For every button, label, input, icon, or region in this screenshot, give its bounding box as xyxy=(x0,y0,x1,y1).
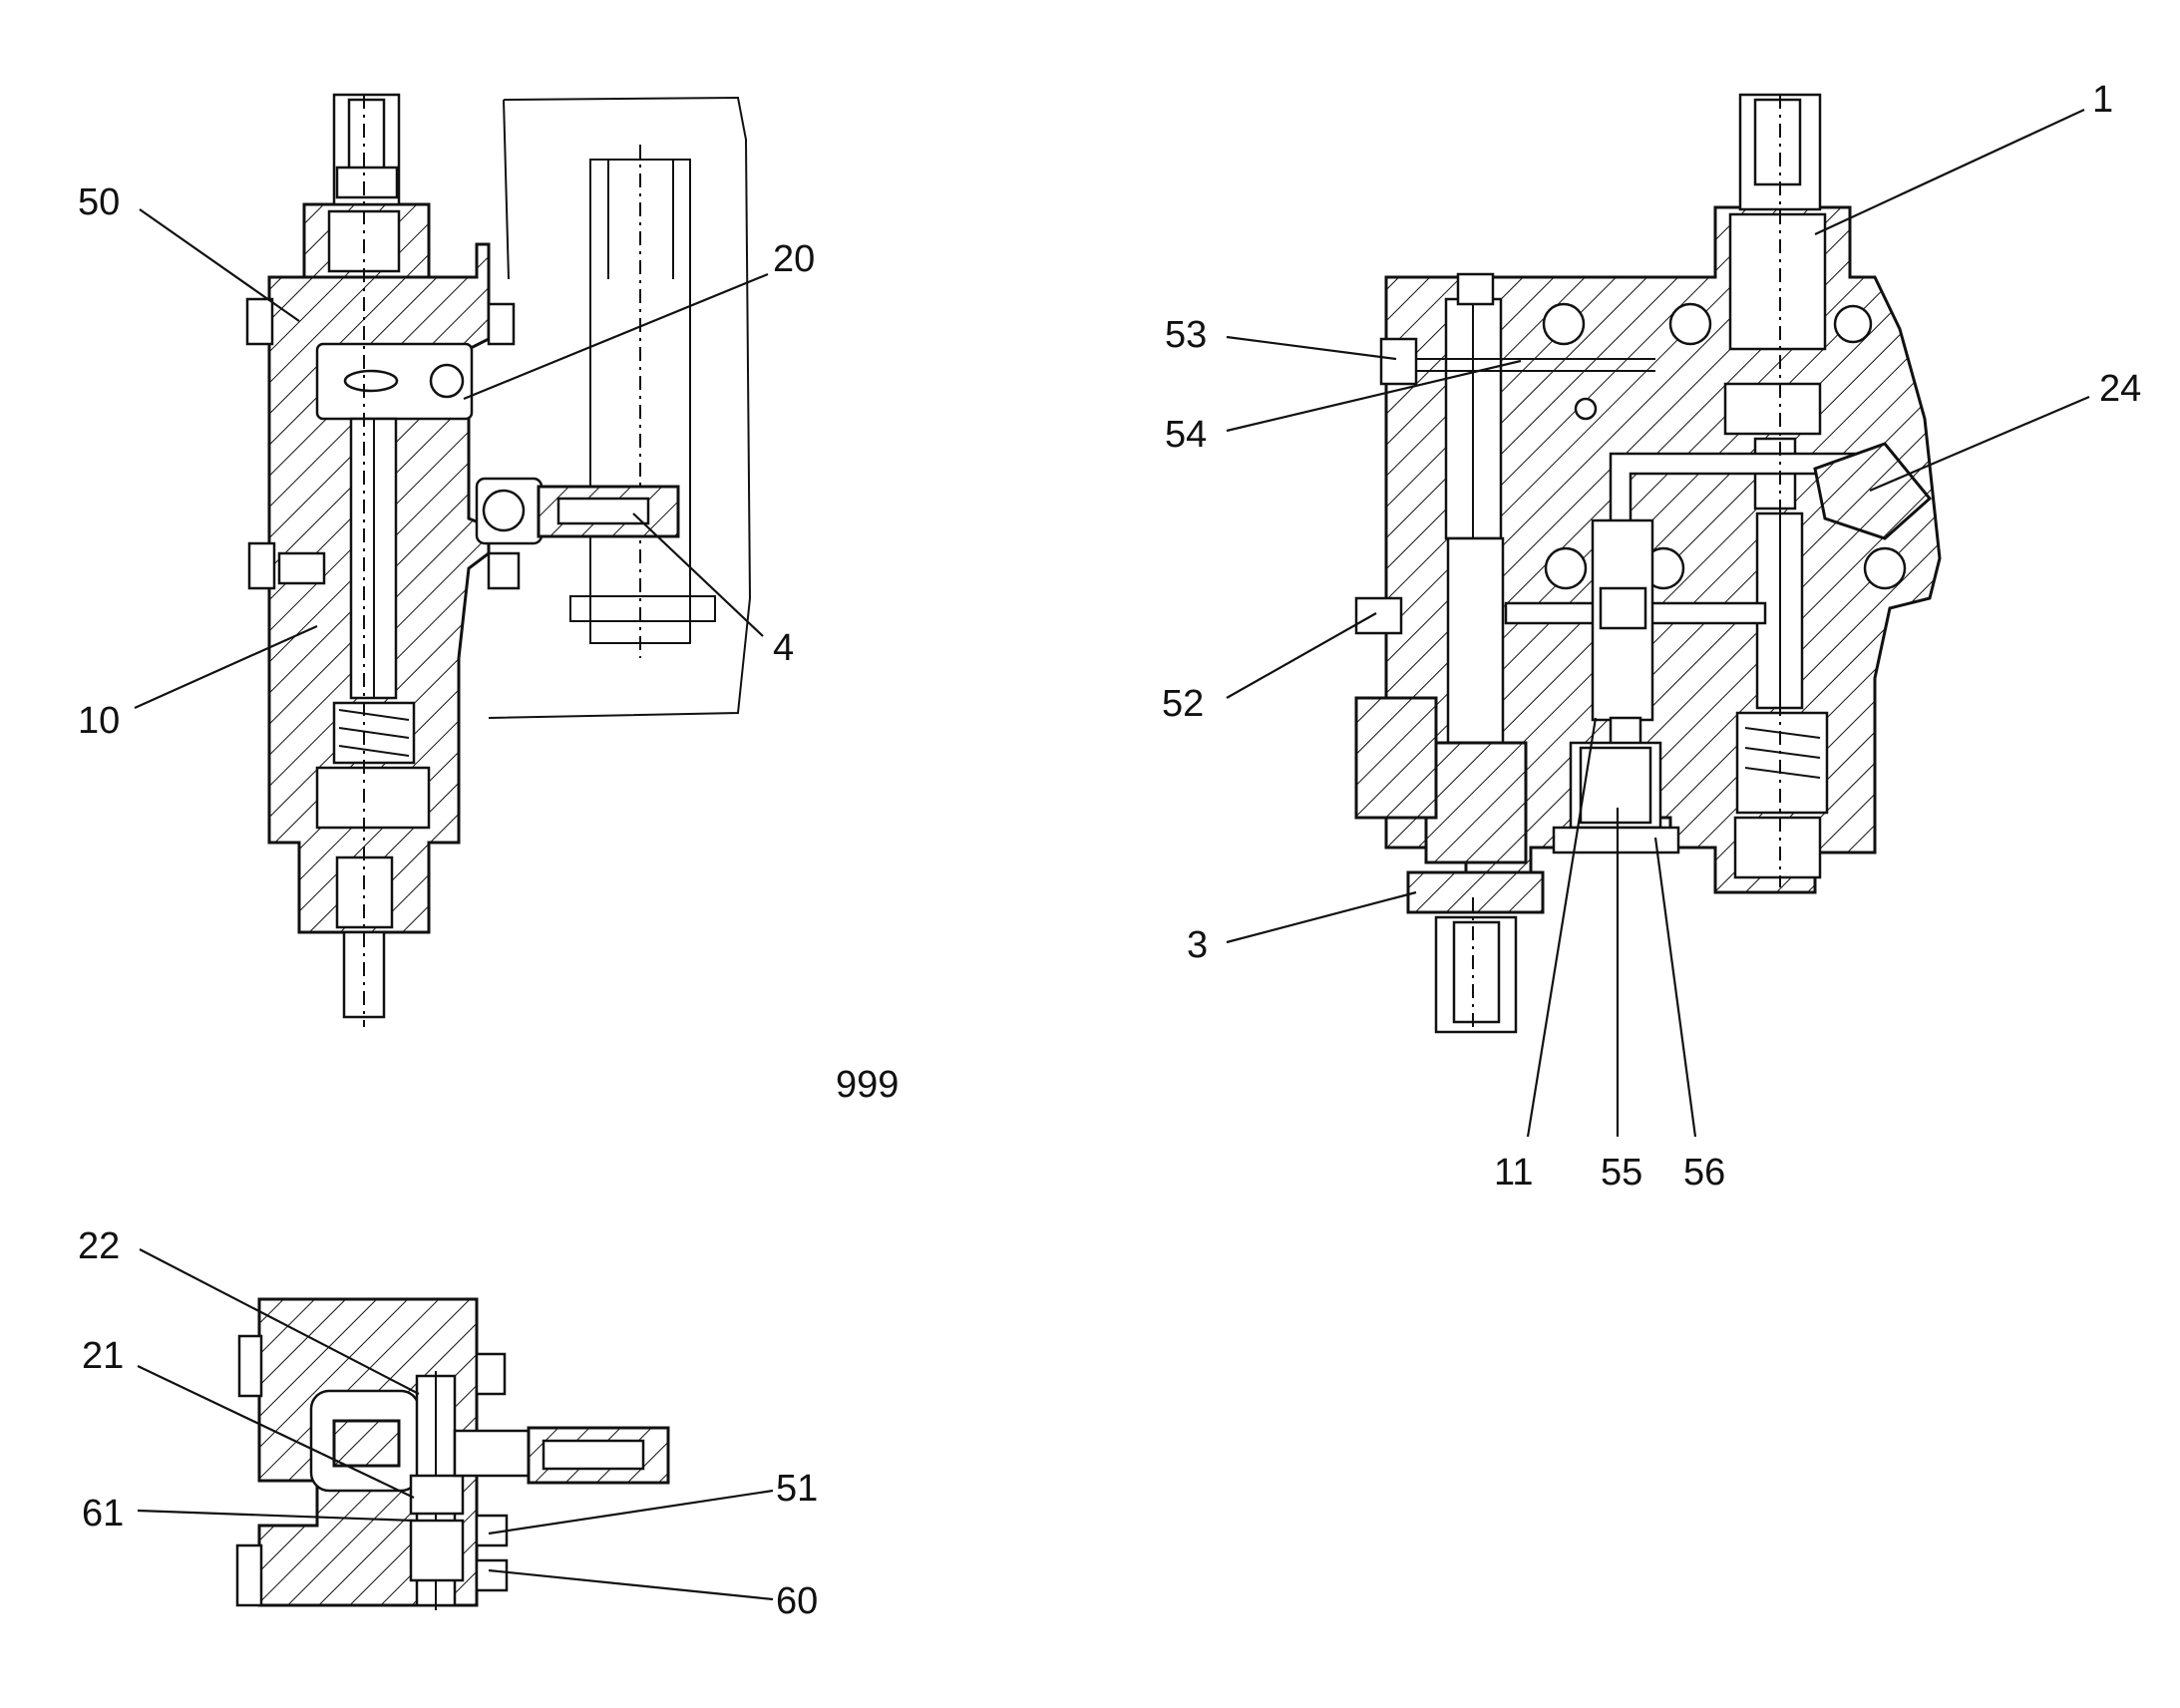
right-section-view xyxy=(1354,93,1942,1034)
callout-60: 60 xyxy=(776,1580,818,1622)
bottom-section-view xyxy=(235,1297,670,1610)
callout-20: 20 xyxy=(773,238,815,280)
housing-outline xyxy=(488,96,752,719)
callout-53: 53 xyxy=(1165,314,1207,356)
left-section-view xyxy=(245,93,752,1027)
callout-labels: 50 20 4 10 1 53 54 24 52 3 11 55 56 22 2… xyxy=(78,79,2141,1622)
callout-56: 56 xyxy=(1683,1152,1725,1194)
callout-24: 24 xyxy=(2099,368,2141,410)
callout-11: 11 xyxy=(1494,1152,1533,1194)
seal-61 xyxy=(409,1474,465,1516)
callout-54: 54 xyxy=(1165,414,1207,456)
callout-1: 1 xyxy=(2092,79,2113,121)
callout-4: 4 xyxy=(773,627,794,669)
figure-number: 999 xyxy=(836,1064,899,1106)
fitting-24 xyxy=(1813,442,1933,540)
callout-22: 22 xyxy=(78,1225,120,1267)
callout-52: 52 xyxy=(1162,683,1204,725)
callout-55: 55 xyxy=(1601,1152,1642,1194)
callout-51: 51 xyxy=(776,1468,818,1510)
screw-53 xyxy=(1379,337,1418,386)
leader-lines xyxy=(134,109,2090,1601)
callout-21: 21 xyxy=(82,1335,124,1377)
seal-56 xyxy=(1552,826,1680,854)
callout-61: 61 xyxy=(82,1493,124,1535)
callout-50: 50 xyxy=(78,181,120,223)
nut-3 xyxy=(1406,870,1545,914)
callout-3: 3 xyxy=(1187,924,1208,966)
callout-10: 10 xyxy=(78,700,120,742)
